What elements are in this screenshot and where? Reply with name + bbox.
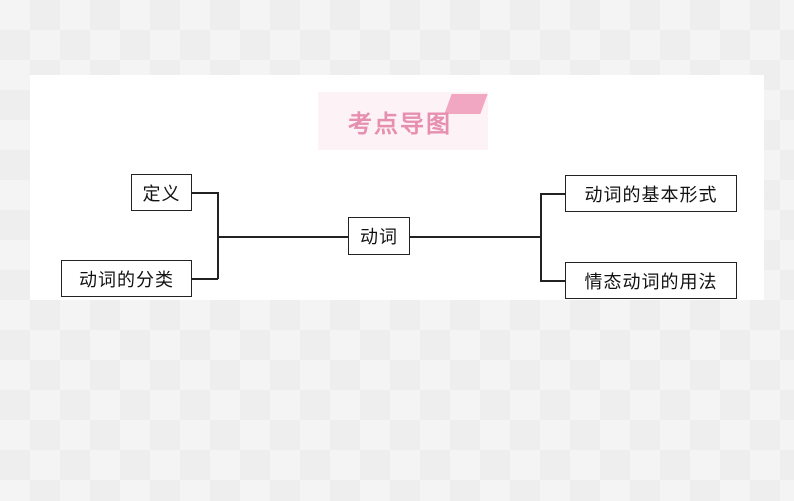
- connector: [410, 236, 541, 238]
- node-center: 动词: [348, 217, 410, 255]
- node-classification: 动词的分类: [61, 260, 192, 297]
- connector: [540, 193, 542, 281]
- connector: [540, 193, 565, 195]
- header-title: 考点导图: [348, 109, 452, 138]
- node-modal-usage: 情态动词的用法: [565, 262, 737, 299]
- connector: [192, 278, 218, 280]
- node-definition: 定义: [131, 174, 192, 211]
- connector: [192, 192, 218, 194]
- node-basic-forms: 动词的基本形式: [565, 175, 737, 212]
- header-logo: 考点导图: [318, 92, 488, 150]
- connector: [217, 192, 219, 279]
- connector: [217, 236, 348, 238]
- connector: [540, 280, 565, 282]
